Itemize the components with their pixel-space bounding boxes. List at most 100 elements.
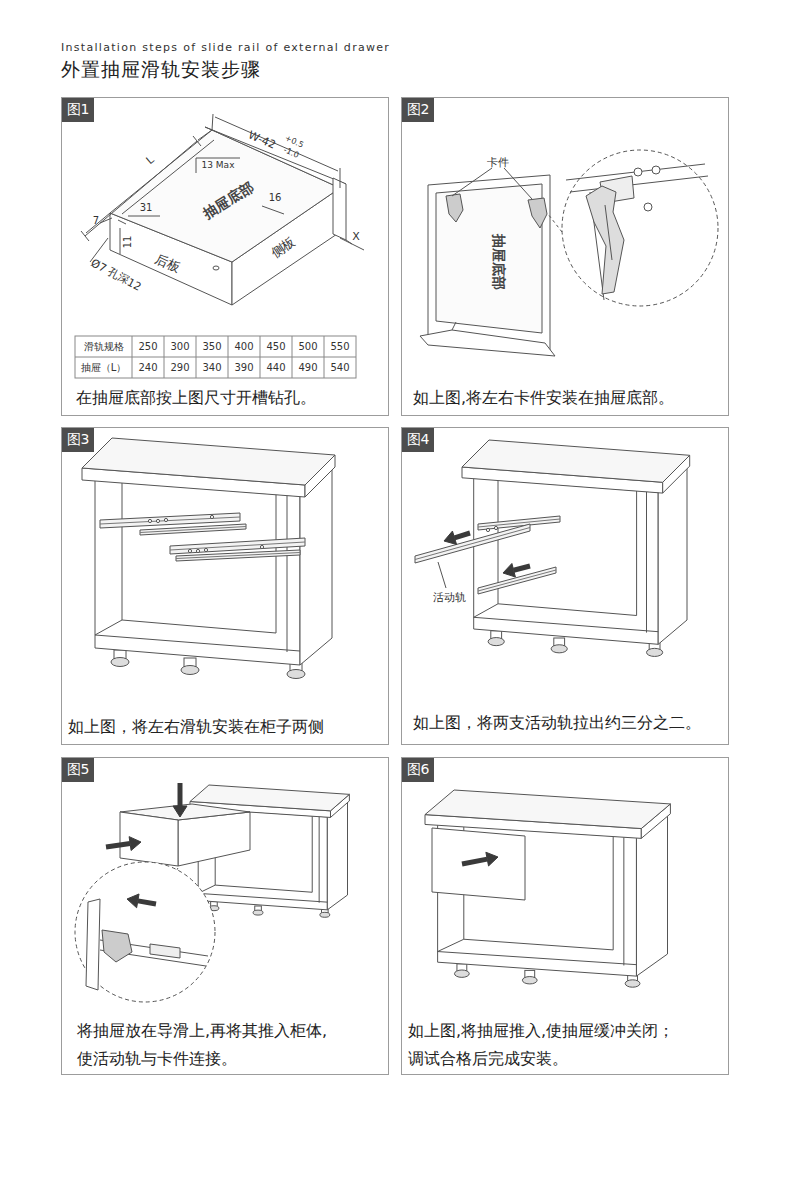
step-panel: 如上图,将抽屉推入,使抽屉缓冲关闭； 调试合格后完成安装。图6: [401, 757, 729, 1075]
cabinet-foot-base: [625, 980, 640, 987]
drawer-bottom: [436, 184, 542, 333]
motion-arrow: [455, 533, 470, 538]
part-label: 11: [123, 236, 133, 249]
step-number-text: 图5: [67, 761, 90, 779]
drawer-front-plate: [420, 330, 555, 356]
step-number-text: 图3: [67, 431, 90, 449]
leader-line: [504, 168, 532, 199]
cabinet-inner-edge: [613, 833, 614, 950]
table-rule: [75, 357, 356, 358]
table-cell: 400: [228, 336, 260, 357]
cabinet-inner-edge: [215, 885, 312, 892]
extension-line: [212, 114, 213, 130]
rail-hole: [210, 515, 213, 518]
slide-rail-right-inner: [176, 550, 300, 561]
cabinet-inner-edge: [276, 490, 277, 633]
arrow-head: [129, 837, 141, 851]
slide-rail-left-inner: [140, 524, 246, 535]
subtitle: Installation steps of slide rail of exte…: [61, 42, 390, 53]
cabinet-foot-base: [181, 666, 199, 675]
dimension-line: [120, 228, 121, 254]
part-label: 13 Max: [202, 161, 235, 170]
cabinet-foot-base: [253, 910, 263, 915]
step-number: 图2: [402, 98, 434, 122]
rail-groove: [478, 570, 556, 591]
rail-hole: [188, 549, 191, 552]
cabinet-bottom-board: [95, 635, 300, 651]
table-cell: 350: [196, 336, 228, 357]
extension-line: [346, 240, 352, 244]
part-label: 活动轨: [433, 592, 466, 603]
rail-hole: [148, 519, 151, 522]
table-cell: 540: [324, 357, 356, 378]
table-rule: [132, 336, 133, 378]
motion-arrow: [138, 901, 156, 904]
drawer-side-edge: [86, 899, 100, 990]
extension-line: [340, 168, 341, 188]
movable-rail: [150, 944, 180, 958]
motion-arrow: [514, 566, 530, 570]
rail-hole: [196, 549, 199, 552]
arrow-head: [127, 894, 139, 908]
arrow-head: [444, 531, 457, 544]
table-rule: [164, 336, 165, 378]
cabinet-top: [425, 790, 670, 829]
drawer-side: [178, 812, 250, 866]
cabinet-foot-base: [551, 645, 567, 653]
step-caption: 在抽屉底部按上图尺寸开槽钻孔。: [76, 384, 388, 412]
step-caption: 如上图，将左右滑轨安装在柜子两侧: [68, 713, 388, 741]
table-cell: 450: [260, 336, 292, 357]
motion-arrow: [462, 859, 487, 864]
table-cell: 240: [132, 357, 164, 378]
table-cell: 500: [292, 336, 324, 357]
table-rule: [292, 336, 293, 378]
table-cell: 490: [292, 357, 324, 378]
motion-arrow: [178, 783, 183, 806]
step-panel: 如上图，将两支活动轨拉出约三分之二。图4: [401, 427, 729, 745]
step-caption: 将抽屉放在导滑上,再将其推入柜体, 使活动轨与卡件连接。: [77, 1017, 377, 1073]
clip-right: [528, 198, 547, 228]
part-label: L: [144, 154, 156, 166]
rail-hole: [204, 548, 207, 551]
rail-hole: [156, 519, 159, 522]
step-panel: 将抽屉放在导滑上,再将其推入柜体, 使活动轨与卡件连接。 图5: [61, 757, 389, 1075]
step-number: 图3: [62, 428, 94, 452]
clip-lever: [586, 186, 624, 294]
drawer-front: [120, 812, 178, 866]
rail-hole: [486, 528, 489, 531]
table-cell: 440: [260, 357, 292, 378]
dimension-line: [340, 238, 364, 250]
cabinet-inner-edge: [312, 814, 313, 893]
cabinet-bottom-board: [438, 952, 637, 965]
part-label: 31: [140, 203, 153, 213]
table-cell: 550: [324, 336, 356, 357]
part-label: Ø7 孔深12: [89, 257, 143, 293]
cabinet-foot-base: [454, 970, 469, 977]
movable-rail: [478, 567, 556, 594]
cabinet-bottom-board: [474, 617, 659, 631]
part-label: 16: [269, 193, 282, 203]
title: 外置抽屉滑轨安装步骤: [61, 57, 261, 83]
dimension-line: [128, 216, 160, 217]
clip: [102, 930, 132, 962]
table-cell: 300: [164, 336, 196, 357]
dimension-line: [100, 218, 112, 223]
step-number: 图4: [402, 428, 434, 452]
step-number-text: 图1: [67, 101, 90, 119]
cabinet-front-opening: [474, 478, 659, 645]
cabinet-side-panel: [658, 467, 687, 644]
cabinet-inner-edge: [474, 604, 498, 618]
step-panel: 如上图，将左右滑轨安装在柜子两侧 图3: [61, 427, 389, 745]
table-rule: [228, 336, 229, 378]
zoom-leader: [548, 214, 562, 232]
movable-rail: [415, 524, 530, 563]
table-cell: 滑轨规格: [75, 336, 132, 357]
table-cell: 250: [132, 336, 164, 357]
drawer-front: [432, 828, 525, 900]
part-label: 卡件: [487, 157, 509, 168]
drawer-bottom: [110, 130, 340, 262]
step-caption: 如上图,将抽屉推入,使抽屉缓冲关闭； 调试合格后完成安装。: [408, 1017, 720, 1073]
zoom-circle: [562, 150, 718, 306]
